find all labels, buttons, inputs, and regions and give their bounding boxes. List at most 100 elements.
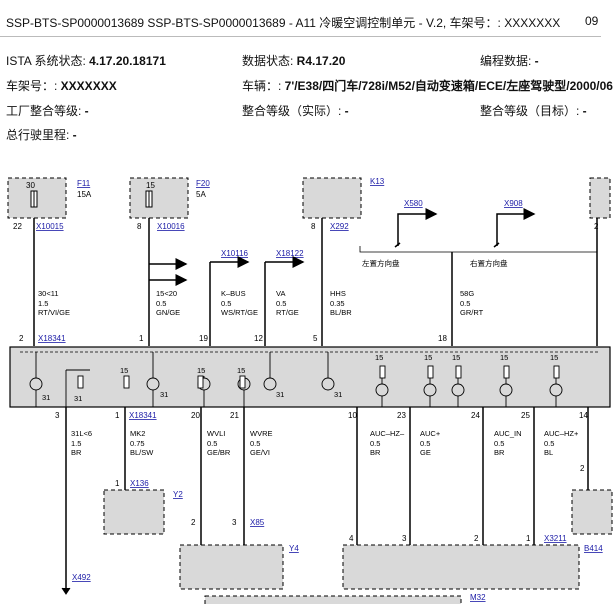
- wire-color: BR: [494, 448, 505, 457]
- pin-1-b414: 1: [526, 534, 531, 543]
- connector-x580-link[interactable]: X580: [404, 199, 423, 208]
- module-pin-21: 21: [230, 411, 239, 420]
- module-pin-25: 25: [521, 411, 530, 420]
- module-pin-2: 2: [19, 334, 24, 343]
- wire-cs: 0.5: [494, 439, 504, 448]
- component-y4-link[interactable]: Y4: [289, 544, 299, 553]
- wire-color: GN/GE: [156, 308, 180, 317]
- module-pin-20: 20: [191, 411, 200, 420]
- wire-label-auc-plus: AUC+: [420, 429, 441, 438]
- ac-control-module: [9, 346, 611, 408]
- module-internals: [29, 352, 563, 407]
- module-pin-5: 5: [313, 334, 318, 343]
- wire-cs: 0.5: [420, 439, 430, 448]
- pin-2-y4: 2: [191, 518, 196, 527]
- factory-integration-level: 工厂整合等级: -: [6, 104, 89, 118]
- pin-1-y2: 1: [115, 479, 120, 488]
- module-pin-10: 10: [348, 411, 357, 420]
- wire-color: BL/BR: [330, 308, 352, 317]
- component-m32-link[interactable]: M32: [470, 593, 486, 602]
- wire-color: BR: [370, 448, 381, 457]
- pin-8a: 8: [137, 222, 142, 231]
- fuse-f11-number: 30: [26, 181, 35, 190]
- x580-arrow: [397, 208, 438, 246]
- inner-15: 15: [500, 353, 508, 362]
- connector-x18122-link[interactable]: X18122: [276, 249, 304, 258]
- module-pin-14: 14: [579, 411, 588, 420]
- module-pin-1b: 1: [115, 411, 120, 420]
- wire-label-kbus: K–BUS: [221, 289, 246, 298]
- connector-x3211-link[interactable]: X3211: [544, 534, 567, 543]
- ista-status: ISTA 系统状态: 4.17.20.18171: [6, 54, 166, 68]
- component-y2-link[interactable]: Y2: [173, 490, 183, 499]
- relay-k13-box: [302, 177, 362, 219]
- inner-31: 31: [160, 390, 168, 399]
- pin-3-b414: 3: [402, 534, 407, 543]
- wire-color: BR: [71, 448, 82, 457]
- module-pin-23: 23: [397, 411, 406, 420]
- connector-x136-link[interactable]: X136: [130, 479, 149, 488]
- top-wire-labels: 30<11 1.5 RT/VI/GE 15<20 0.5 GN/GE K–BUS…: [38, 289, 484, 317]
- connector-x492-link[interactable]: X492: [72, 573, 91, 582]
- module-pin-1: 1: [139, 334, 144, 343]
- wire-color: BL: [544, 448, 553, 457]
- wire-cs: 0.35: [330, 299, 345, 308]
- fuse-f20-amperage: 5A: [196, 190, 206, 199]
- module-pin-3: 3: [55, 411, 60, 420]
- connector-x85-link[interactable]: X85: [250, 518, 265, 527]
- wire-cs: 0.5: [544, 439, 554, 448]
- programming-data: 编程数据: -: [480, 54, 539, 68]
- fuse-f20-link[interactable]: F20: [196, 179, 210, 188]
- module-pin-12: 12: [254, 334, 263, 343]
- data-status: 数据状态: R4.17.20: [242, 54, 346, 68]
- wire-cs: 1.5: [38, 299, 48, 308]
- wire-label-31l-6: 31L<6: [71, 429, 92, 438]
- connector-x10015-link[interactable]: X10015: [36, 222, 64, 231]
- inner-15: 15: [237, 366, 245, 375]
- wire-label-30-11: 30<11: [38, 289, 59, 298]
- wire-color: GR/RT: [460, 308, 484, 317]
- module-pin-18: 18: [438, 334, 447, 343]
- connector-x10016-link[interactable]: X10016: [157, 222, 185, 231]
- inner-31: 31: [334, 390, 342, 399]
- inner-15: 15: [550, 353, 558, 362]
- inner-15: 15: [120, 366, 128, 375]
- integration-level-target: 整合等级（目标）: -: [480, 104, 587, 118]
- wire-cs: 0.5: [276, 299, 286, 308]
- wire-cs: 0.5: [250, 439, 260, 448]
- connector-x10116-link[interactable]: X10116: [221, 249, 249, 258]
- wire-label-58g: 58G: [460, 289, 474, 298]
- inner-31: 31: [42, 393, 50, 402]
- wire-label-15-20: 15<20: [156, 289, 177, 298]
- relay-k13-link[interactable]: K13: [370, 177, 385, 186]
- wire-label-auc-hz-minus: AUC–HZ–: [370, 429, 405, 438]
- pin-8b: 8: [311, 222, 316, 231]
- component-y2-box: [103, 489, 165, 535]
- component-b414-link[interactable]: B414: [584, 544, 603, 553]
- wire-cs: 0.5: [460, 299, 470, 308]
- pin-2-right-lower: 2: [580, 464, 585, 473]
- vin: 车架号：: XXXXXXX: [6, 79, 117, 93]
- inner-15: 15: [452, 353, 460, 362]
- inner-31: 31: [74, 394, 82, 403]
- component-y4-box: [179, 544, 284, 590]
- module-pin-19: 19: [199, 334, 208, 343]
- fuse-f11-amperage: 15A: [77, 190, 92, 199]
- connector-x292-link[interactable]: X292: [330, 222, 349, 231]
- connector-x18341-bottom-link[interactable]: X18341: [129, 411, 157, 420]
- integration-level-actual: 整合等级（实际）: -: [242, 104, 349, 118]
- wire-label-auc-in: AUC_IN: [494, 429, 522, 438]
- total-mileage: 总行驶里程: -: [6, 128, 77, 142]
- wire-color: RT/GE: [276, 308, 299, 317]
- connector-x908-link[interactable]: X908: [504, 199, 523, 208]
- fuse-f11-link[interactable]: F11: [77, 179, 91, 188]
- wire-cs: 0.75: [130, 439, 145, 448]
- fuse-f20: 15: [129, 177, 189, 219]
- wire-cs: 0.5: [156, 299, 166, 308]
- wire-color: GE/VI: [250, 448, 270, 457]
- x908-arrow: [496, 208, 536, 246]
- connector-x18341-top-link[interactable]: X18341: [38, 334, 66, 343]
- vehicle: 车辆：: 7'/E38/四门车/728i/M52/自动变速箱/ECE/左座驾驶型…: [242, 79, 613, 93]
- inner-15: 15: [197, 366, 205, 375]
